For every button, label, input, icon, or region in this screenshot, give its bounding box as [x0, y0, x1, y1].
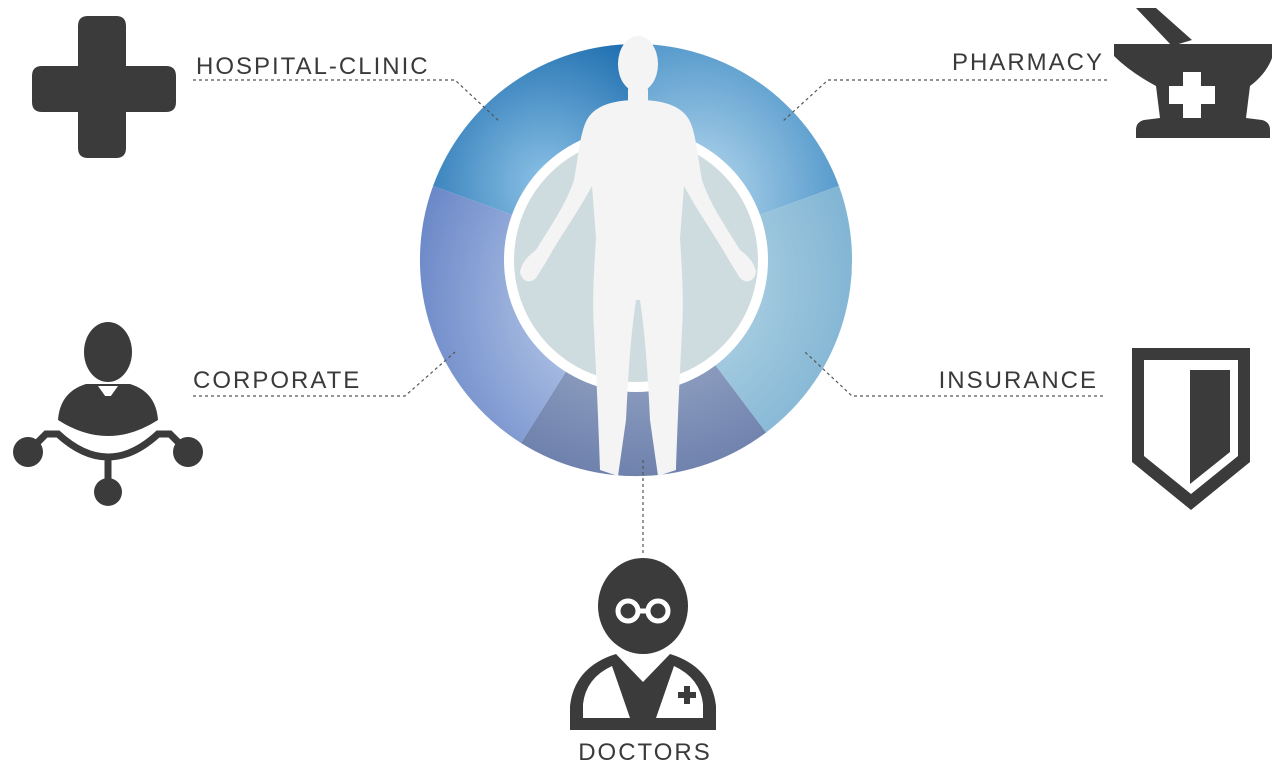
label-corporate: CORPORATE [193, 367, 361, 394]
medical-cross-icon [32, 16, 176, 158]
connector-pharmacy [781, 79, 1107, 123]
label-pharmacy: PHARMACY [952, 49, 1104, 76]
label-hospital-clinic: HOSPITAL-CLINIC [196, 53, 430, 80]
label-insurance: INSURANCE [939, 367, 1098, 394]
doctor-icon [570, 558, 716, 730]
label-doctors: DOCTORS [578, 739, 712, 766]
human-body-icon [520, 36, 756, 476]
corporate-network-icon [13, 322, 203, 506]
connector-corporate [193, 351, 456, 397]
connector-hospital [193, 79, 501, 123]
mortar-pestle-icon [1114, 8, 1272, 138]
insurance-shield-icon [1132, 348, 1250, 510]
